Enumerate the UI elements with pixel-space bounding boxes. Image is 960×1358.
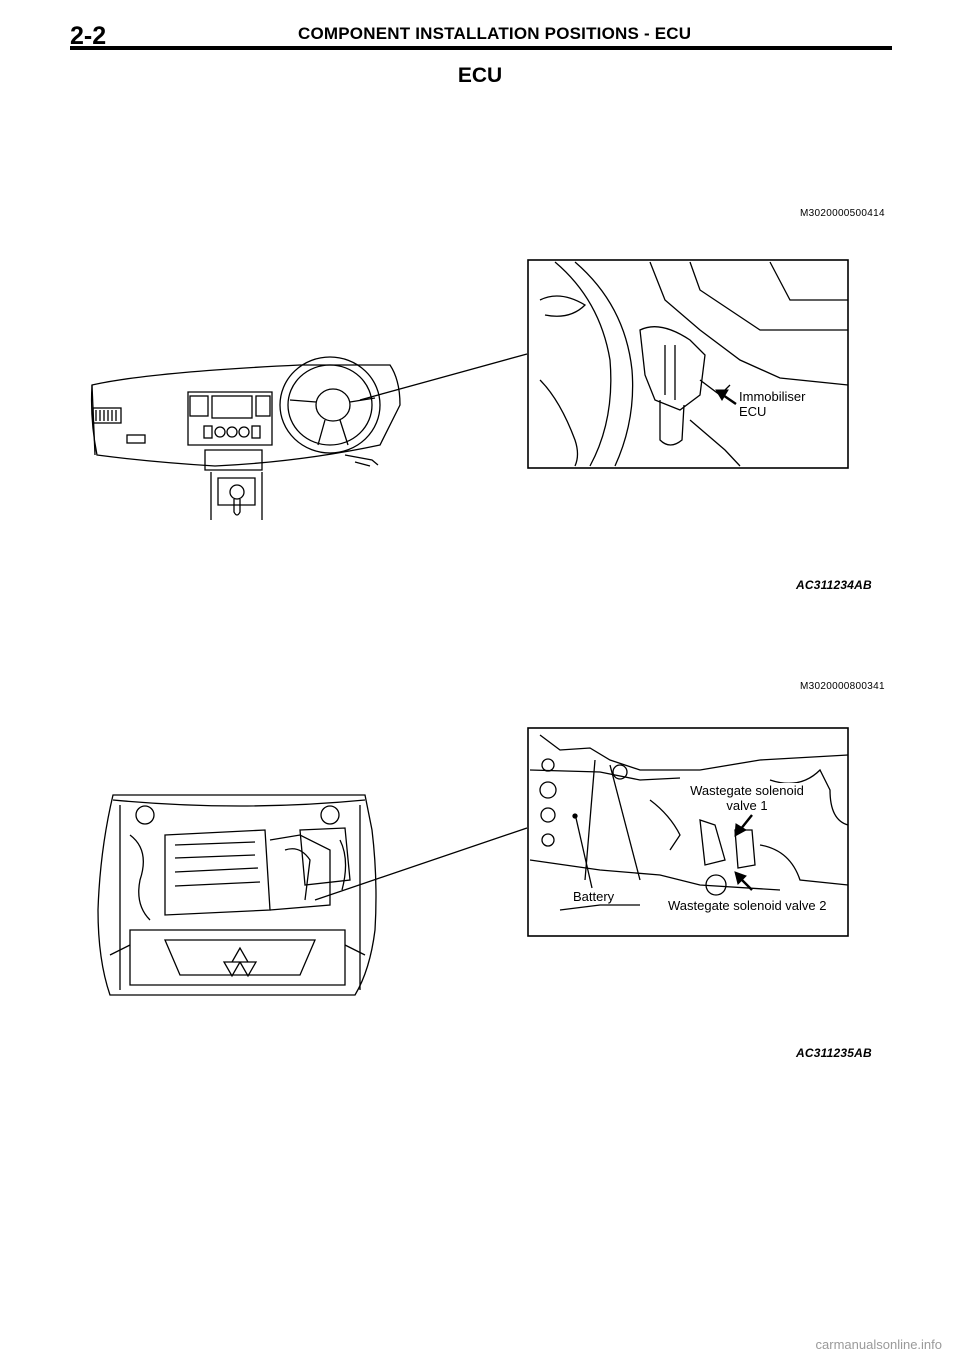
figure1-figure-code: AC311234AB bbox=[796, 578, 872, 592]
battery-label: Battery bbox=[573, 889, 615, 904]
wastegate-solenoid-valve-1-label-line1: Wastegate solenoid bbox=[690, 783, 804, 798]
section-title: ECU bbox=[457, 64, 503, 87]
immobiliser-ecu-label-line2: ECU bbox=[739, 404, 767, 419]
page-header-title: COMPONENT INSTALLATION POSITIONS - ECU bbox=[298, 24, 692, 43]
immobiliser-ecu-label-line1: Immobiliser bbox=[739, 389, 806, 404]
wastegate-solenoid-valve-1-label-line2: valve 1 bbox=[726, 798, 768, 813]
wastegate-solenoid-valve-1-label: Wastegate solenoid valve 1 bbox=[686, 783, 808, 813]
page-number: 2-2 bbox=[70, 22, 107, 50]
header-rule bbox=[70, 46, 892, 50]
figure2-figure-code: AC311235AB bbox=[796, 1046, 872, 1060]
figure1-ref-code: M3020000500414 bbox=[800, 208, 885, 219]
figure2-ref-code: M3020000800341 bbox=[800, 681, 885, 692]
footer-watermark: carmanualsonline.info bbox=[815, 1337, 942, 1352]
wastegate-solenoid-valve-2-label: Wastegate solenoid valve 2 bbox=[668, 898, 827, 913]
immobiliser-ecu-label: Immobiliser ECU bbox=[739, 389, 806, 419]
